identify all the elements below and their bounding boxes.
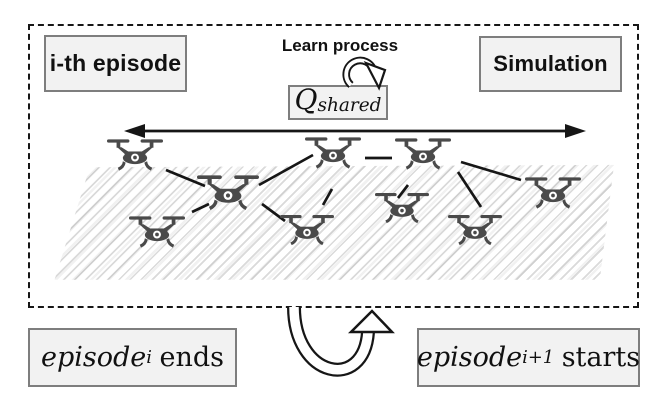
episode-ends-word: ends: [159, 342, 225, 373]
episode-starts-subscript: i+1: [522, 347, 555, 368]
ith-episode-box: i-th episode: [44, 35, 187, 92]
ith-episode-label: i-th episode: [49, 50, 182, 76]
simulation-label: Simulation: [493, 51, 608, 76]
swarm-area-hatch: [54, 164, 615, 280]
episode-starts-word: starts: [561, 342, 641, 373]
q-shared-base: Q: [294, 83, 318, 116]
episode-starts-base: episode: [416, 342, 523, 373]
simulation-box: Simulation: [479, 36, 622, 92]
restart-arrow-icon: [287, 306, 395, 377]
episode-ends-subscript: i: [146, 347, 152, 368]
learn-process-label: Learn process: [281, 36, 399, 55]
episode-ends-base: episode: [40, 342, 147, 373]
q-shared-subscript: shared: [317, 95, 382, 116]
